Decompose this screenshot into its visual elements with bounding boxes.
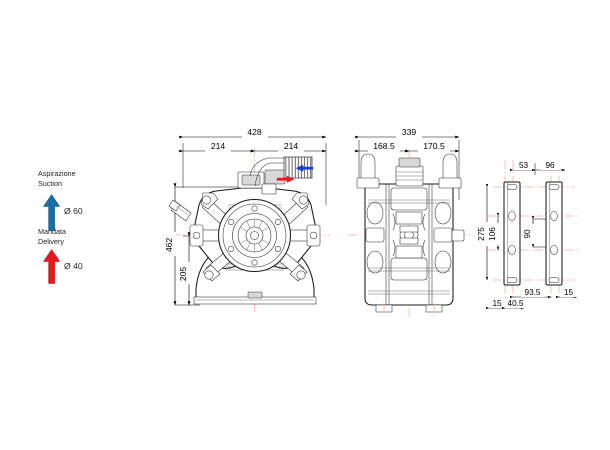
front-suction-hose <box>249 157 296 177</box>
dim-339: 339 <box>355 127 460 139</box>
front-base-drain <box>247 291 263 299</box>
legend-delivery: Mandata Delivery Ø 40 <box>38 227 83 284</box>
bracket-rail-left <box>503 181 521 286</box>
legend-group: Aspirazione Suction Ø 60 Mandata Deliver… <box>38 169 83 284</box>
delivery-label-en: Delivery <box>38 237 64 246</box>
suction-arrow-icon <box>42 194 61 231</box>
dim-205: 205 <box>178 232 191 306</box>
side-top-ports <box>356 153 462 189</box>
dim-170-5-text: 170.5 <box>423 141 445 151</box>
front-flow-arrows <box>276 164 314 183</box>
front-delivery-body <box>264 169 286 185</box>
dim-40-5: 40.5 <box>501 298 526 310</box>
dim-275: 275 <box>477 183 489 281</box>
dim-90: 90 <box>523 215 546 248</box>
dim-96-text: 96 <box>545 161 555 170</box>
dim-106-text: 106 <box>488 227 497 241</box>
suction-label-it: Aspirazione <box>38 169 76 178</box>
dim-15-right: 15 <box>555 287 578 299</box>
dim-96: 96 <box>531 160 566 172</box>
dim-15-right-text: 15 <box>564 288 574 297</box>
delivery-diameter: Ø 40 <box>64 261 83 271</box>
front-hub-spokes <box>240 219 269 252</box>
side-feet <box>375 303 443 318</box>
front-suction-arrow-icon <box>295 164 314 172</box>
dim-170-5: 170.5 <box>405 141 460 153</box>
side-diaphragm-heads <box>365 201 453 274</box>
bracket-left-slot-top <box>506 184 518 190</box>
dim-339-text: 339 <box>402 127 417 137</box>
bracket-left-slot-bottom <box>506 277 518 283</box>
dim-90-text: 90 <box>523 229 532 239</box>
front-hub-bolts <box>228 205 281 266</box>
dim-428-text: 428 <box>247 127 262 137</box>
dim-106: 106 <box>488 212 500 251</box>
side-shaft-stub <box>451 229 465 242</box>
dim-53: 53 <box>509 160 536 172</box>
dim-214-right-text: 214 <box>284 141 299 151</box>
side-ribs <box>368 199 450 295</box>
front-central-hub <box>217 198 292 273</box>
legend-suction: Aspirazione Suction Ø 60 <box>38 169 83 231</box>
side-right-standpipe <box>442 153 458 181</box>
suction-label-en: Suction <box>38 179 62 188</box>
dim-214-left-text: 214 <box>211 141 226 151</box>
side-view: 339 168.5 170.5 <box>348 127 472 318</box>
dim-168-5-text: 168.5 <box>373 141 395 151</box>
dim-214-right: 214 <box>250 141 327 153</box>
dim-462-text: 462 <box>164 238 174 253</box>
bracket-right-hole-upper <box>550 211 558 221</box>
dim-53-text: 53 <box>519 161 529 170</box>
dim-275-text: 275 <box>477 227 486 241</box>
dim-205-text: 205 <box>178 267 188 282</box>
delivery-arrow-icon <box>42 249 61 284</box>
dim-93-5-text: 93.5 <box>525 288 541 297</box>
side-left-standpipe <box>360 153 376 181</box>
suction-diameter: Ø 60 <box>64 206 83 216</box>
dim-428: 428 <box>179 127 327 139</box>
front-oil-filler <box>168 199 192 222</box>
dim-214-left: 214 <box>179 141 255 153</box>
side-body-columns <box>385 184 433 305</box>
bracket-left-hole-lower <box>508 245 516 255</box>
dim-168-5: 168.5 <box>355 141 410 153</box>
bracket-left-hole-upper <box>508 211 516 221</box>
dim-93-5: 93.5 <box>509 287 552 299</box>
dim-40-5-text: 40.5 <box>508 299 524 308</box>
front-view: 428 214 214 462 205 <box>164 127 330 312</box>
mounting-bracket-view: 53 96 275 106 90 <box>477 160 578 310</box>
front-delivery-arrow-icon <box>276 175 295 183</box>
dim-15-left-text: 15 <box>492 299 502 308</box>
side-valve-cluster <box>390 187 428 281</box>
bracket-right-slot-bottom <box>548 277 560 283</box>
bracket-rail-right <box>545 181 563 286</box>
bracket-right-slot-top <box>548 184 560 190</box>
dim-15-left: 15 <box>485 298 506 310</box>
delivery-label-it: Mandata <box>38 227 66 236</box>
bracket-right-hole-lower <box>550 245 558 255</box>
